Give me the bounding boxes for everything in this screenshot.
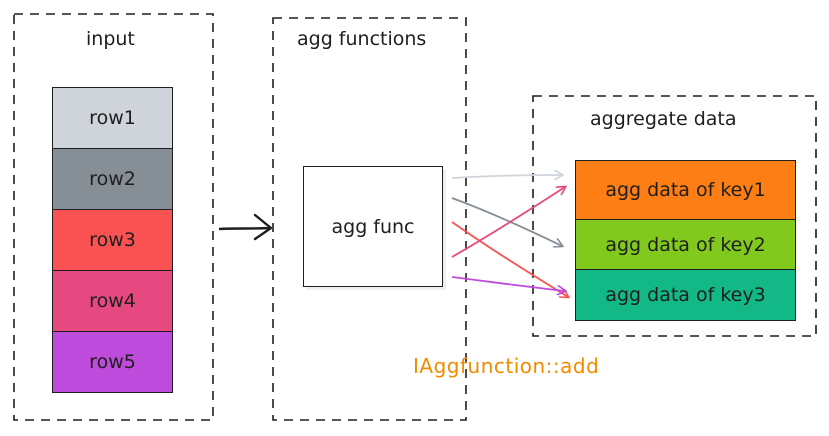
aggregate-data-group-title: aggregate data bbox=[590, 108, 737, 130]
row1-to-key1-arrow bbox=[451, 175, 562, 178]
row4-to-key1-arrow bbox=[451, 187, 565, 258]
row-box-5: row5 bbox=[52, 331, 173, 393]
input-to-func-arrow bbox=[218, 213, 273, 241]
aggregate-data-group-frame bbox=[532, 95, 817, 337]
row-box-3: row3 bbox=[52, 209, 173, 271]
row-box-2: row2 bbox=[52, 148, 173, 210]
key-box-1: agg data of key1 bbox=[575, 160, 796, 220]
iaggfunction-add-caption: IAggfunction::add bbox=[413, 354, 600, 378]
key-box-3: agg data of key3 bbox=[575, 269, 796, 321]
agg-functions-group-title: agg functions bbox=[297, 28, 427, 50]
key-box-2: agg data of key2 bbox=[575, 219, 796, 270]
row5-to-key3-arrow bbox=[451, 276, 565, 291]
input-group-frame bbox=[13, 13, 214, 421]
row-box-1: row1 bbox=[52, 87, 173, 149]
row-box-4: row4 bbox=[52, 270, 173, 332]
row2-to-key2-arrow bbox=[451, 197, 562, 246]
input-group-title: input bbox=[86, 28, 135, 50]
row3-to-key3-arrow bbox=[451, 221, 568, 297]
agg-functions-group-frame bbox=[272, 17, 467, 421]
agg-func-box: agg func bbox=[303, 166, 443, 287]
